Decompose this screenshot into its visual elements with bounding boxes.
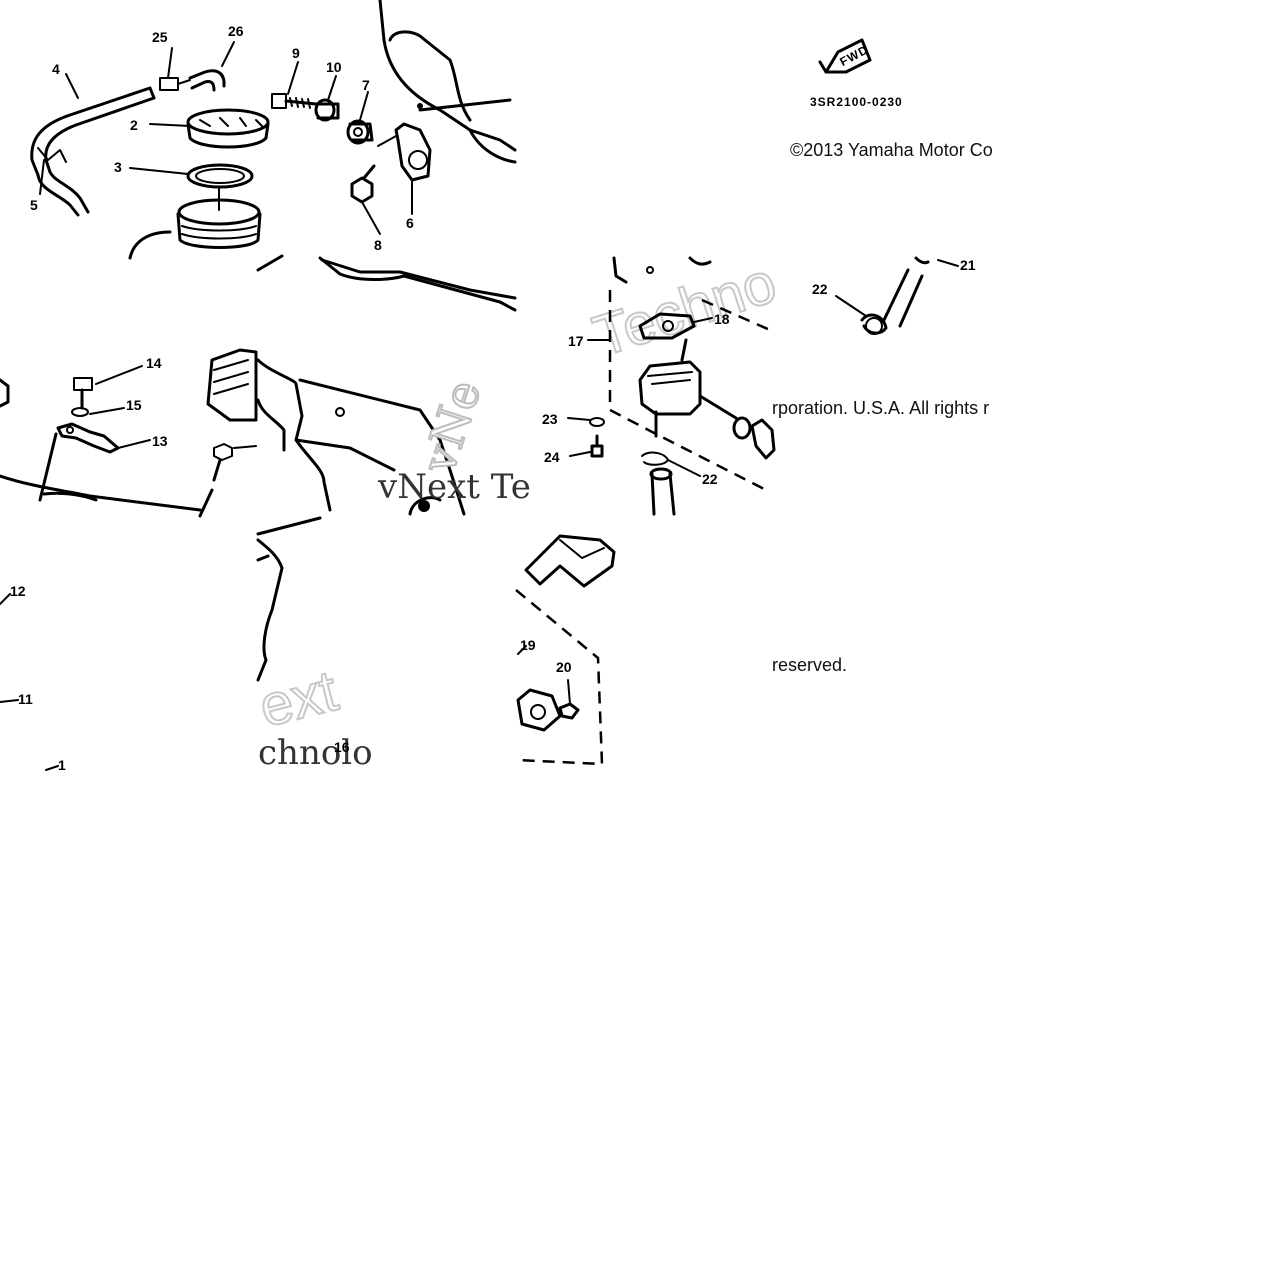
bracket-screw (558, 702, 580, 720)
copyright-line-2: rporation. U.S.A. All rights r (772, 398, 990, 418)
tile-fuel-cap-and-vent-hose (30, 41, 270, 260)
callout-15: 15 (126, 397, 142, 413)
callout-22-upper: 22 (812, 281, 828, 297)
hose-clamp-plate (56, 422, 120, 454)
tank-filler-neck (176, 212, 262, 249)
side-shroud-grip (206, 348, 258, 422)
callout-26: 26 (228, 23, 244, 39)
callout-25: 25 (152, 29, 168, 45)
callout-13: 13 (152, 433, 168, 449)
callout-5: 5 (30, 197, 38, 213)
bracket-plate (516, 688, 562, 732)
callout-4: 4 (52, 61, 60, 77)
callout-2: 2 (130, 117, 138, 133)
watermark-vnext: vNe (411, 374, 492, 481)
callout-24: 24 (544, 449, 560, 465)
callout-17: 17 (568, 333, 584, 349)
callout-8: 8 (374, 237, 382, 253)
watermark-chnolo: chnolo (258, 733, 373, 773)
frame-bolt (213, 443, 233, 461)
fuel-hose-lower (650, 472, 676, 516)
tile-fuel-hose-upper (835, 256, 959, 335)
petcock-assembly-box (608, 290, 771, 494)
tile-tank-lower-left (0, 593, 59, 771)
callout-23: 23 (542, 411, 558, 427)
fwd-label: FWD (837, 42, 870, 69)
callout-9: 9 (292, 45, 300, 61)
callout-20: 20 (556, 659, 572, 675)
tank-side-panel (256, 358, 332, 512)
tile-fuel-petcock: Techno (567, 249, 785, 516)
tile-direction-badge: FWD 3SR2100-0230 (810, 38, 903, 109)
petcock-gasket (638, 312, 696, 340)
callout-14: 14 (146, 355, 162, 371)
short-hose (188, 69, 226, 88)
callout-numbers: 1 2 3 4 5 6 7 8 9 10 11 12 13 14 15 16 1… (10, 23, 976, 773)
tile-petcock-bracket (515, 534, 616, 766)
mount-bolt (271, 93, 287, 109)
callout-7: 7 (362, 77, 370, 93)
callout-22-lower: 22 (702, 471, 718, 487)
tile-fuel-tank-body: vNe vNext Te (256, 254, 531, 516)
fuel-petcock-body (638, 360, 702, 416)
callout-6: 6 (406, 215, 414, 231)
drawing-code: 3SR2100-0230 (810, 95, 903, 109)
callout-1: 1 (58, 757, 66, 773)
petcock-o-ring (732, 416, 752, 440)
clamp-bolt (73, 377, 93, 391)
callout-3: 3 (114, 159, 122, 175)
callout-19: 19 (520, 637, 536, 653)
callout-10: 10 (326, 59, 342, 75)
tank-rear-panel (256, 538, 284, 682)
hose-joint (159, 77, 179, 91)
callout-11: 11 (18, 691, 33, 707)
callout-18: 18 (714, 311, 730, 327)
copyright-line-3: reserved. (772, 655, 848, 675)
hose-clip (37, 147, 67, 163)
tile-tank-rear: ext chnolo (252, 516, 373, 773)
fuel-cap (186, 108, 270, 136)
watermark-vnext-tech: vNext Te (377, 467, 531, 507)
tank-rear-outline (378, 0, 517, 152)
mount-collar (314, 98, 336, 122)
vent-hose (30, 86, 152, 177)
petcock-screw (590, 444, 604, 458)
clamp-washer (71, 407, 89, 417)
callout-21: 21 (960, 257, 976, 273)
hose-clip-lower (641, 451, 669, 466)
flange-nut (350, 176, 374, 204)
cap-gasket (186, 163, 254, 189)
mount-damper (346, 119, 370, 145)
petcock-strainer (750, 418, 776, 460)
tank-bracket (394, 122, 432, 182)
tile-tank-mount-bolt (271, 0, 517, 235)
lower-hose-bend (36, 173, 80, 217)
tile-clamp-hardware (0, 348, 258, 518)
callout-12: 12 (10, 583, 26, 599)
tank-top-rail (320, 258, 517, 300)
watermark-ext: ext (253, 658, 344, 740)
copyright-line-1: ©2013 Yamaha Motor Co (790, 140, 993, 160)
callout-16: 16 (334, 739, 350, 755)
petcock-washer (589, 417, 605, 427)
petcock-mount-bracket (524, 534, 616, 588)
fuel-hose-upper (882, 268, 924, 328)
fwd-arrow-badge (824, 38, 872, 74)
